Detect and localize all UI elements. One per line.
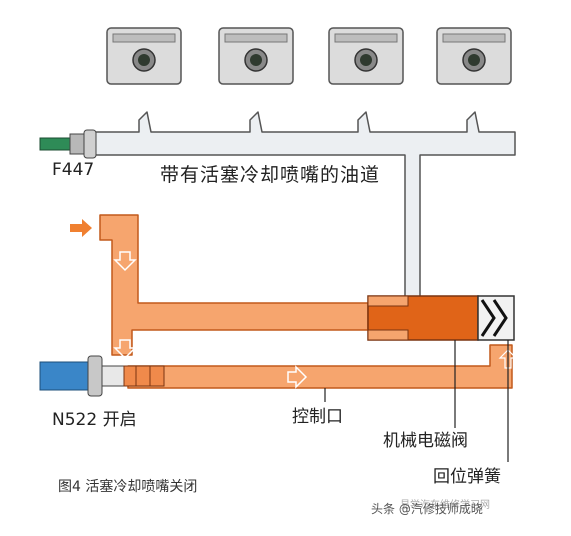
down-arrow-icon — [113, 251, 137, 272]
inlet-arrow-icon — [70, 219, 92, 237]
flow-arrows — [70, 219, 518, 389]
n522-label: N522 开启 — [52, 410, 137, 430]
f447-label: F447 — [52, 160, 95, 180]
piston-4 — [436, 27, 512, 85]
return-spring — [477, 295, 515, 341]
piston-1 — [106, 27, 182, 85]
oil-channel-label: 带有活塞冷却喷嘴的油道 — [160, 164, 381, 186]
watermark: 头条 @汽修技师成晓 — [371, 502, 483, 516]
mechanical-solenoid-valve — [367, 295, 479, 341]
control-port-label: 控制口 — [292, 407, 343, 427]
f447-sensor — [39, 129, 97, 159]
down-arrow-icon — [113, 339, 137, 360]
n522-valve — [39, 355, 165, 397]
oil-channel — [94, 111, 516, 301]
up-arrow-icon — [498, 349, 518, 369]
control-port-passage — [127, 344, 513, 389]
return-spring-label: 回位弹簧 — [433, 467, 501, 487]
right-arrow-icon — [287, 365, 308, 389]
piston-2 — [218, 27, 294, 85]
leader-lines — [324, 340, 509, 462]
control-oil-passage — [99, 214, 369, 356]
solenoid-valve-label: 机械电磁阀 — [383, 431, 468, 451]
figure-caption: 图4 活塞冷却喷嘴关闭 — [58, 479, 198, 495]
piston-3 — [328, 27, 404, 85]
faint-watermark: 易学汽车维修学习网 — [400, 500, 490, 511]
